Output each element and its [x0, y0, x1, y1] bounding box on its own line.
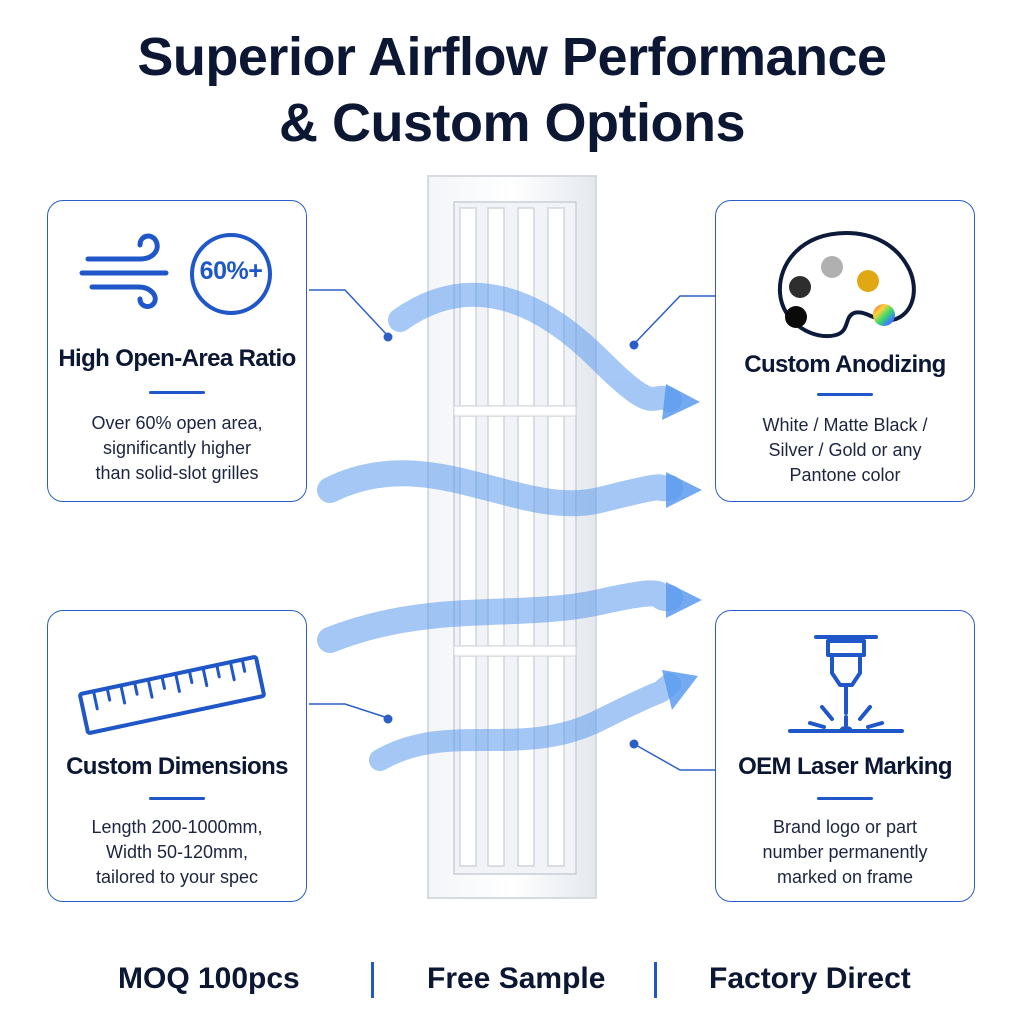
palette-icon	[777, 230, 916, 339]
footer-divider	[371, 962, 374, 998]
open-area-badge: 60%+	[199, 257, 263, 285]
card-heading: Custom Dimensions	[66, 753, 288, 780]
card-laser-marking: OEM Laser Marking Brand logo or part num…	[715, 610, 975, 902]
card-open-area: 60%+ High Open-Area Ratio Over 60% open …	[47, 200, 307, 502]
laser-icon	[788, 635, 904, 733]
wind-icon	[79, 233, 169, 309]
heading-underline	[817, 393, 873, 396]
title-line-1: Superior Airflow Performance	[137, 27, 887, 87]
card-anodizing: Custom Anodizing White / Matte Black / S…	[715, 200, 975, 502]
card-heading: Custom Anodizing	[744, 351, 946, 378]
ruler-icon	[78, 655, 266, 735]
footer-item-factory: Factory Direct	[709, 962, 911, 995]
heading-underline	[149, 797, 205, 800]
footer-item-moq: MOQ 100pcs	[118, 962, 300, 995]
card-description: Length 200-1000mm, Width 50-120mm, tailo…	[91, 817, 263, 887]
card-description: Over 60% open area, significantly higher…	[91, 413, 263, 483]
card-heading: OEM Laser Marking	[738, 753, 952, 780]
card-heading: High Open-Area Ratio	[58, 345, 296, 372]
page-title: Superior Airflow Performance & Custom Op…	[0, 24, 1024, 156]
footer-bar: MOQ 100pcs Free Sample Factory Direct	[0, 950, 1024, 1010]
heading-underline	[149, 391, 205, 394]
percentage-badge-icon	[190, 233, 272, 315]
card-description: White / Matte Black / Silver / Gold or a…	[762, 415, 928, 485]
card-dimensions: Custom Dimensions Length 200-1000mm, Wid…	[47, 610, 307, 902]
card-description: Brand logo or part number permanently ma…	[762, 817, 928, 887]
footer-divider	[654, 962, 657, 998]
heading-underline	[817, 797, 873, 800]
title-line-2: & Custom Options	[279, 93, 745, 153]
footer-item-sample: Free Sample	[427, 962, 606, 995]
